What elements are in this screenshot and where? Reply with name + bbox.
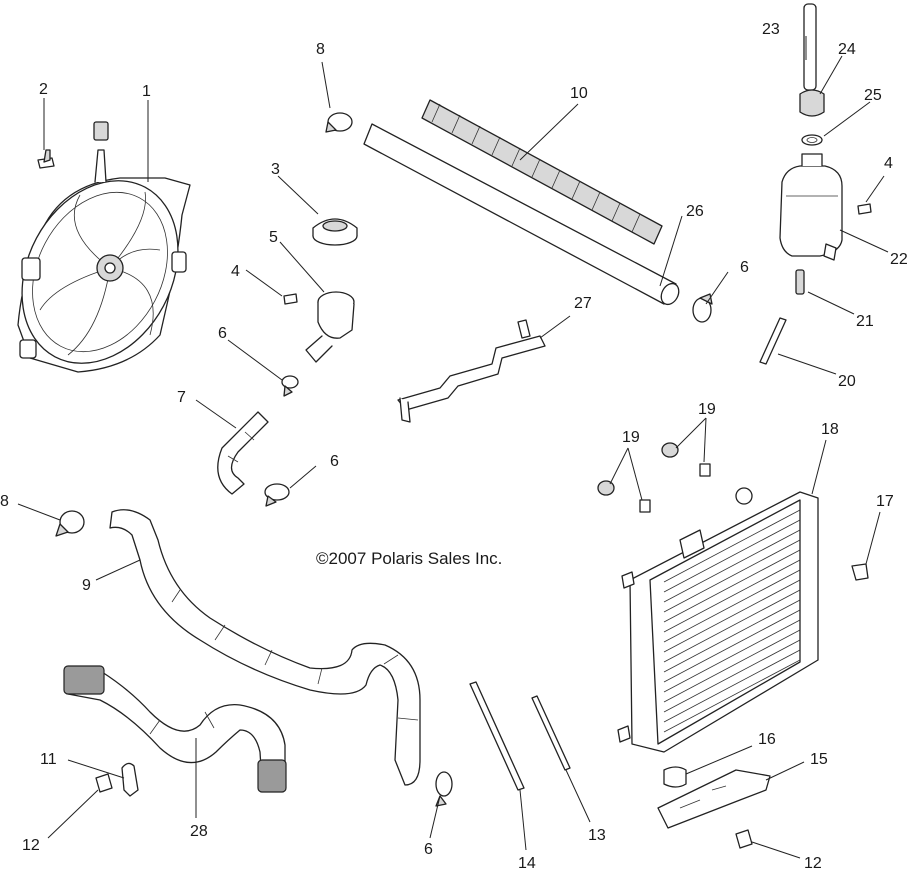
callout-8-left: 8 <box>0 493 9 510</box>
callout-1: 1 <box>142 83 151 100</box>
clip-part-11 <box>121 762 139 797</box>
callout-6-b: 6 <box>330 453 339 470</box>
clamp-part-8-left <box>55 510 85 537</box>
callout-3: 3 <box>271 161 280 178</box>
lower-hose-part-9 <box>109 509 421 786</box>
screw-part-4-left <box>283 293 298 305</box>
callout-9: 9 <box>82 577 91 594</box>
callout-14: 14 <box>518 855 536 872</box>
callout-17: 17 <box>876 493 894 510</box>
callout-19-b: 19 <box>698 401 716 418</box>
callout-4-left: 4 <box>231 263 240 280</box>
callout-4-right: 4 <box>884 155 893 172</box>
corrugated-sleeve-part-10 <box>421 99 663 245</box>
callout-7: 7 <box>177 389 186 406</box>
callout-13: 13 <box>588 827 606 844</box>
washer-part-25 <box>801 134 823 146</box>
cap-part-24 <box>799 89 825 117</box>
callout-21: 21 <box>856 313 874 330</box>
callout-11: 11 <box>40 751 57 768</box>
clamp-part-6-upper <box>281 375 299 397</box>
callout-25: 25 <box>864 87 882 104</box>
bracket-part-27 <box>397 319 546 423</box>
callout-labels: 1 2 3 4 4 5 6 6 6 6 7 8 8 9 10 11 12 12 … <box>0 21 908 872</box>
callout-26: 26 <box>686 203 704 220</box>
callout-8-top: 8 <box>316 41 325 58</box>
callout-23: 23 <box>762 21 780 38</box>
screw-part-2 <box>37 149 55 169</box>
clamp-part-6-left <box>264 483 290 507</box>
callout-5: 5 <box>269 229 278 246</box>
radiator-part-18 <box>617 487 819 753</box>
elbow-hose-part-7 <box>217 411 269 495</box>
callout-24: 24 <box>838 41 856 58</box>
copyright-notice: ©2007 Polaris Sales Inc. <box>316 549 502 568</box>
callout-22: 22 <box>890 251 908 268</box>
callout-12-right: 12 <box>804 855 822 872</box>
callout-2: 2 <box>39 81 48 98</box>
leader-lines <box>17 36 889 859</box>
tube-part-26 <box>363 123 680 306</box>
screw-part-12-left <box>95 773 113 793</box>
rod-part-14 <box>469 681 525 791</box>
nut-part-19-a <box>597 480 615 496</box>
fitting-part-21 <box>795 269 805 295</box>
callout-6-d: 6 <box>424 841 433 858</box>
callout-28: 28 <box>190 823 208 840</box>
bracket-part-15 <box>657 769 771 829</box>
callout-20: 20 <box>838 373 856 390</box>
clip-part-19-a <box>639 499 651 513</box>
reservoir-part-22 <box>779 153 843 261</box>
clamp-part-8-top <box>325 112 353 133</box>
nut-part-19-b <box>661 442 679 458</box>
callout-27: 27 <box>574 295 592 312</box>
rod-part-13 <box>531 695 571 771</box>
rod-part-20 <box>759 317 787 365</box>
hose-part-28 <box>63 665 287 793</box>
clip-part-19-b <box>699 463 711 477</box>
callout-15: 15 <box>810 751 828 768</box>
callout-10: 10 <box>570 85 588 102</box>
screw-part-4-right <box>857 203 872 215</box>
callout-16: 16 <box>758 731 776 748</box>
callout-6-c: 6 <box>740 259 749 276</box>
screw-part-12-right <box>735 829 753 849</box>
radiator-cap <box>312 218 358 246</box>
bolt-part-17 <box>851 563 869 581</box>
callout-6-a: 6 <box>218 325 227 342</box>
grommet-part-16 <box>663 766 687 788</box>
fan-assembly <box>17 121 191 373</box>
callout-12-left: 12 <box>22 837 40 854</box>
clamp-part-6-right <box>692 293 713 323</box>
callout-19-a: 19 <box>622 429 640 446</box>
callout-18: 18 <box>821 421 839 438</box>
filler-neck <box>305 291 355 363</box>
